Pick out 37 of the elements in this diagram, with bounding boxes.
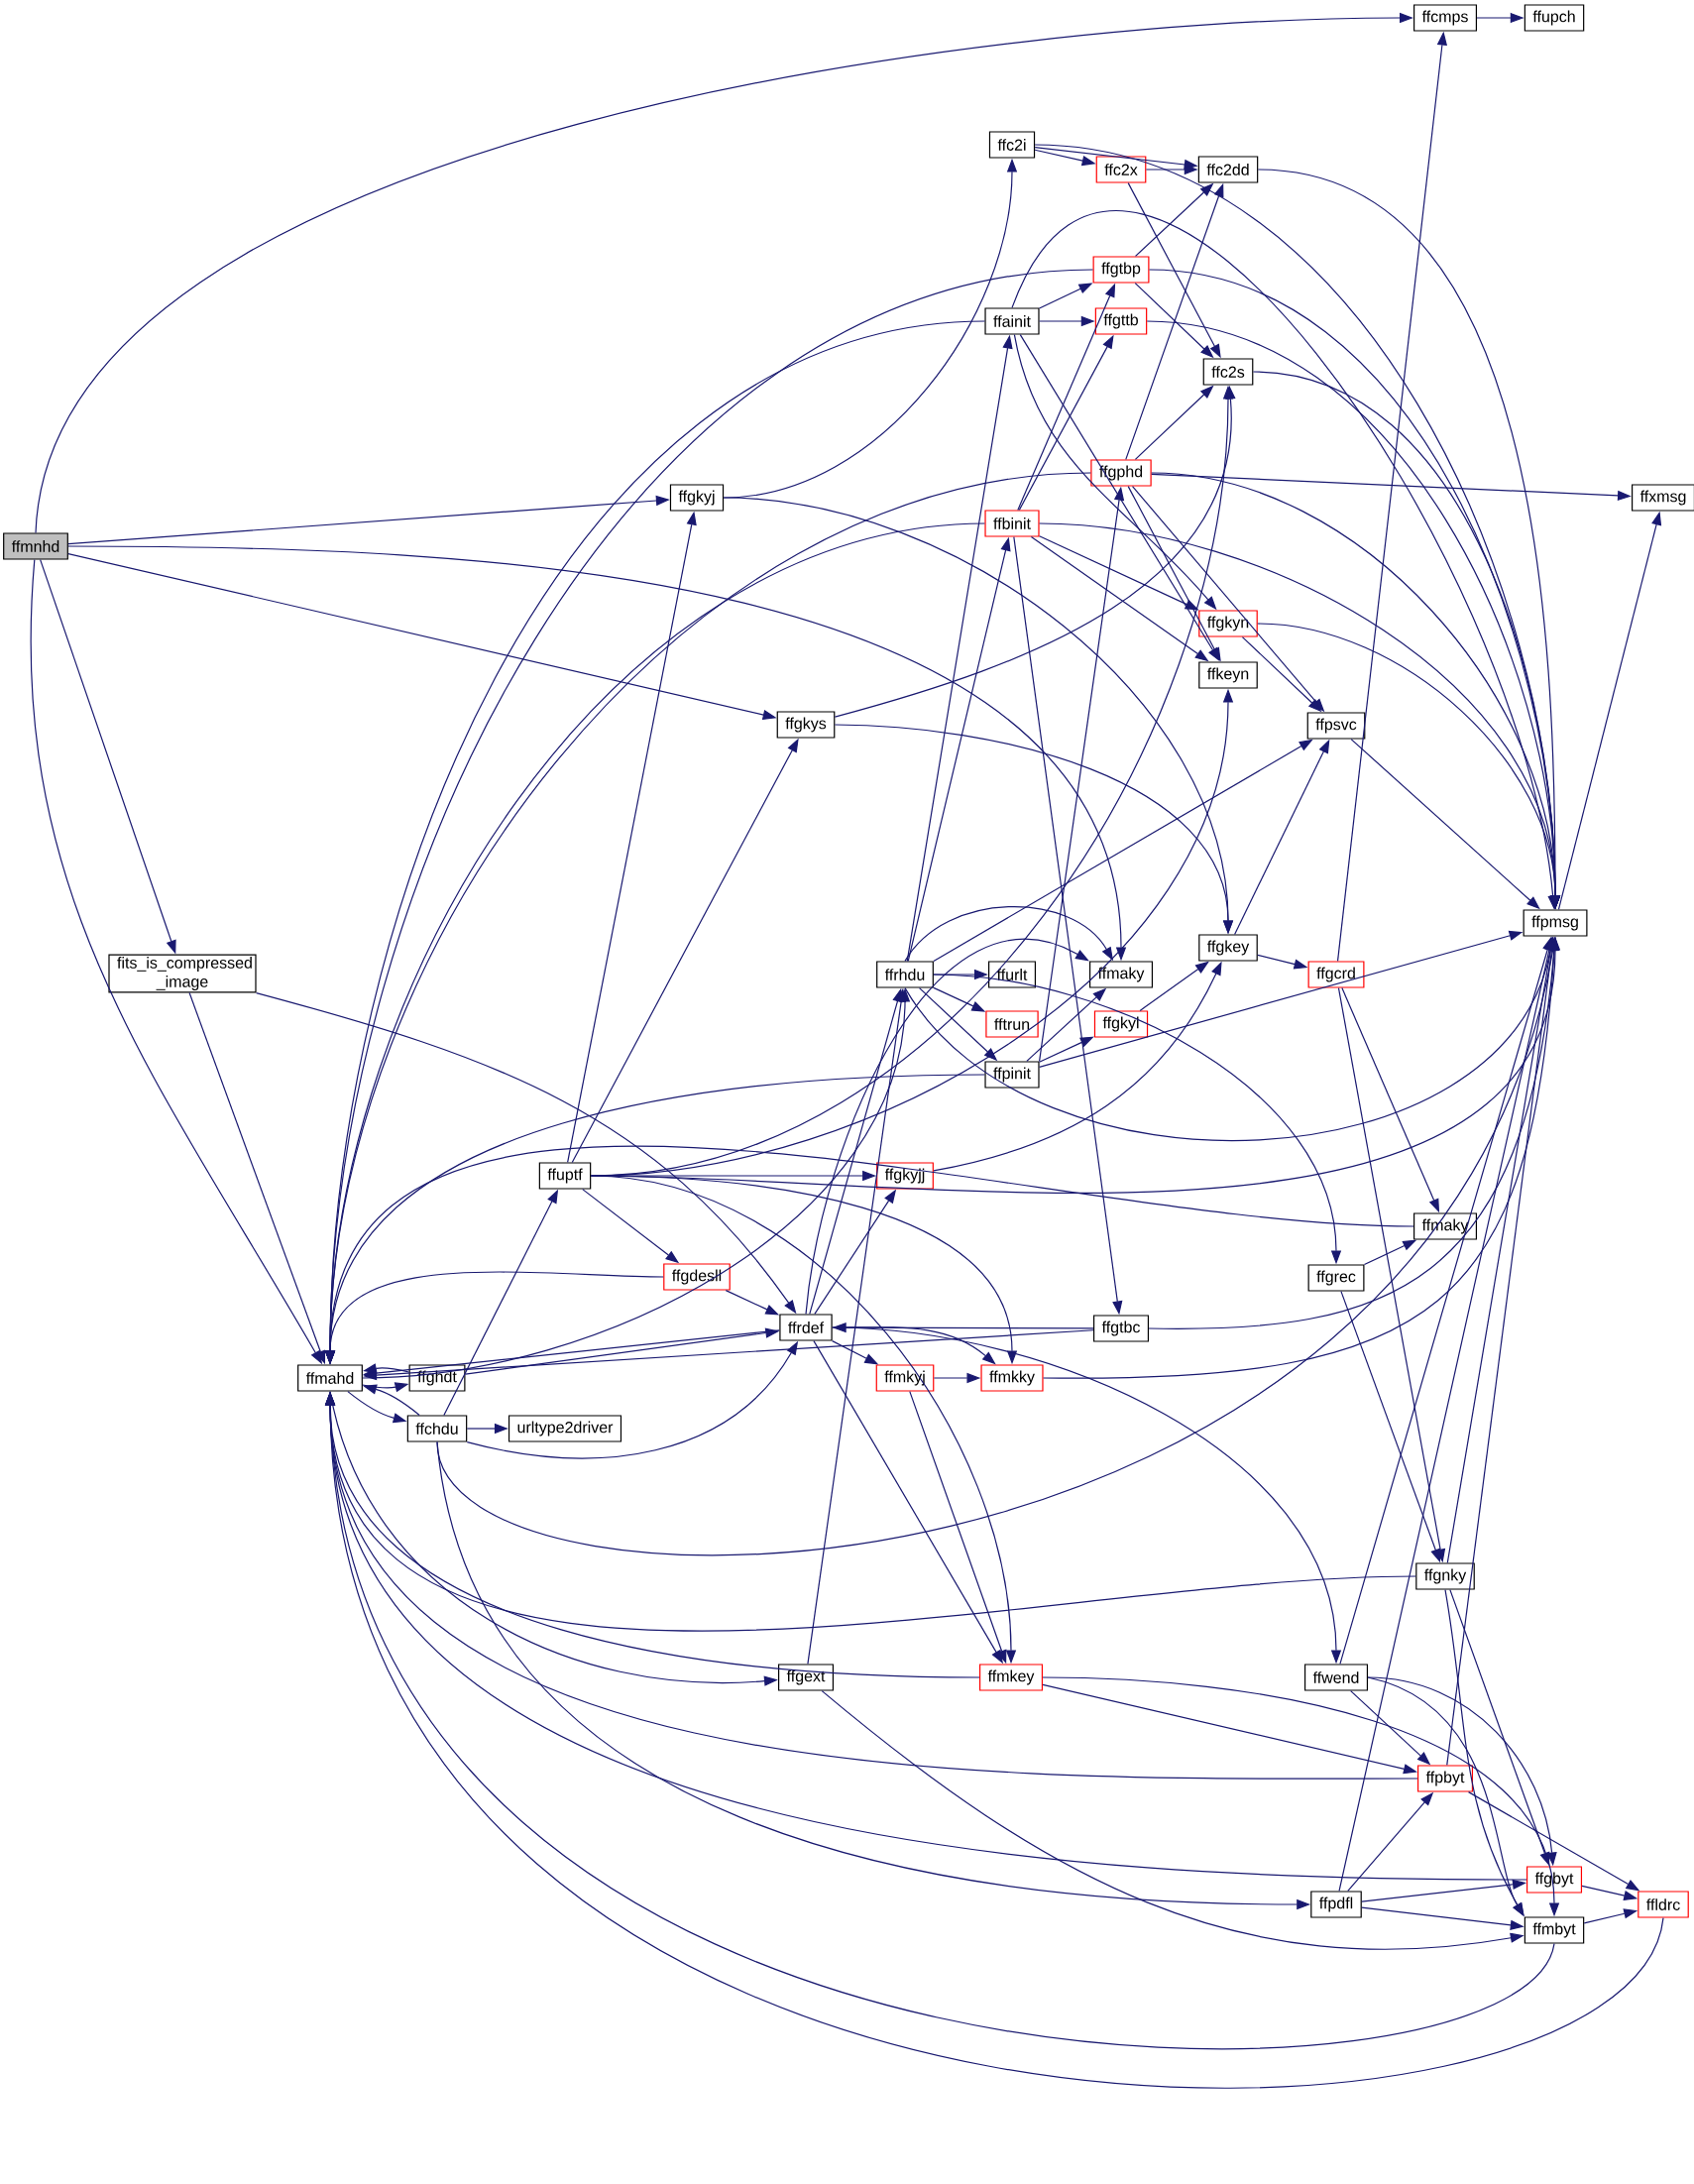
function-box: ffrhdu bbox=[876, 961, 934, 988]
function-box: ffc2x bbox=[1095, 156, 1147, 183]
function-box: ffpmsg bbox=[1523, 909, 1588, 937]
function-box: ffpinit bbox=[984, 1061, 1040, 1089]
function-box: ffc2dd bbox=[1197, 156, 1259, 183]
function-box: ffmkey bbox=[979, 1664, 1044, 1691]
function-box: ffrdef bbox=[779, 1314, 833, 1341]
function-box: ffgnky bbox=[1415, 1562, 1475, 1590]
function-box: ffmaky bbox=[1089, 961, 1154, 988]
function-box: ffgrec bbox=[1307, 1264, 1365, 1292]
function-box: ffgkey bbox=[1198, 934, 1258, 962]
function-box: ffchdu bbox=[406, 1415, 468, 1442]
arrow bbox=[805, 939, 1089, 1315]
function-box: ffgcrd bbox=[1307, 961, 1365, 988]
function-box: ffupch bbox=[1524, 4, 1585, 32]
function-box: ffldrc bbox=[1638, 1891, 1689, 1918]
function-box: ffmahd bbox=[297, 1364, 363, 1392]
function-box: ffgtbc bbox=[1093, 1315, 1150, 1342]
function-box: ffgkyl bbox=[1093, 1010, 1149, 1038]
function-box: fits_is_compressed _image bbox=[108, 954, 257, 993]
function-box: ffmbyt bbox=[1524, 1916, 1585, 1944]
function-box: ffpbyt bbox=[1417, 1765, 1474, 1792]
function-box: ffpdfl bbox=[1310, 1891, 1362, 1918]
function-box: ffmnhd bbox=[3, 532, 68, 560]
function-box: ffmkky bbox=[980, 1364, 1044, 1392]
function-box: ffwend bbox=[1304, 1664, 1369, 1691]
function-box: urltype2driver bbox=[508, 1415, 622, 1442]
function-box: ffgext bbox=[778, 1664, 835, 1691]
function-box: ffgkyjj bbox=[876, 1162, 934, 1190]
function-box: ffgkys bbox=[776, 711, 836, 739]
function-box: fftrun bbox=[985, 1010, 1039, 1038]
function-box: ffc2i bbox=[988, 131, 1036, 159]
function-box: ffxmsg bbox=[1632, 484, 1694, 512]
function-box: ffuptf bbox=[538, 1162, 592, 1190]
function-box: ffurlt bbox=[988, 961, 1036, 988]
function-box: ffgkyj bbox=[669, 484, 725, 512]
function-box: ffcmps bbox=[1413, 4, 1478, 32]
